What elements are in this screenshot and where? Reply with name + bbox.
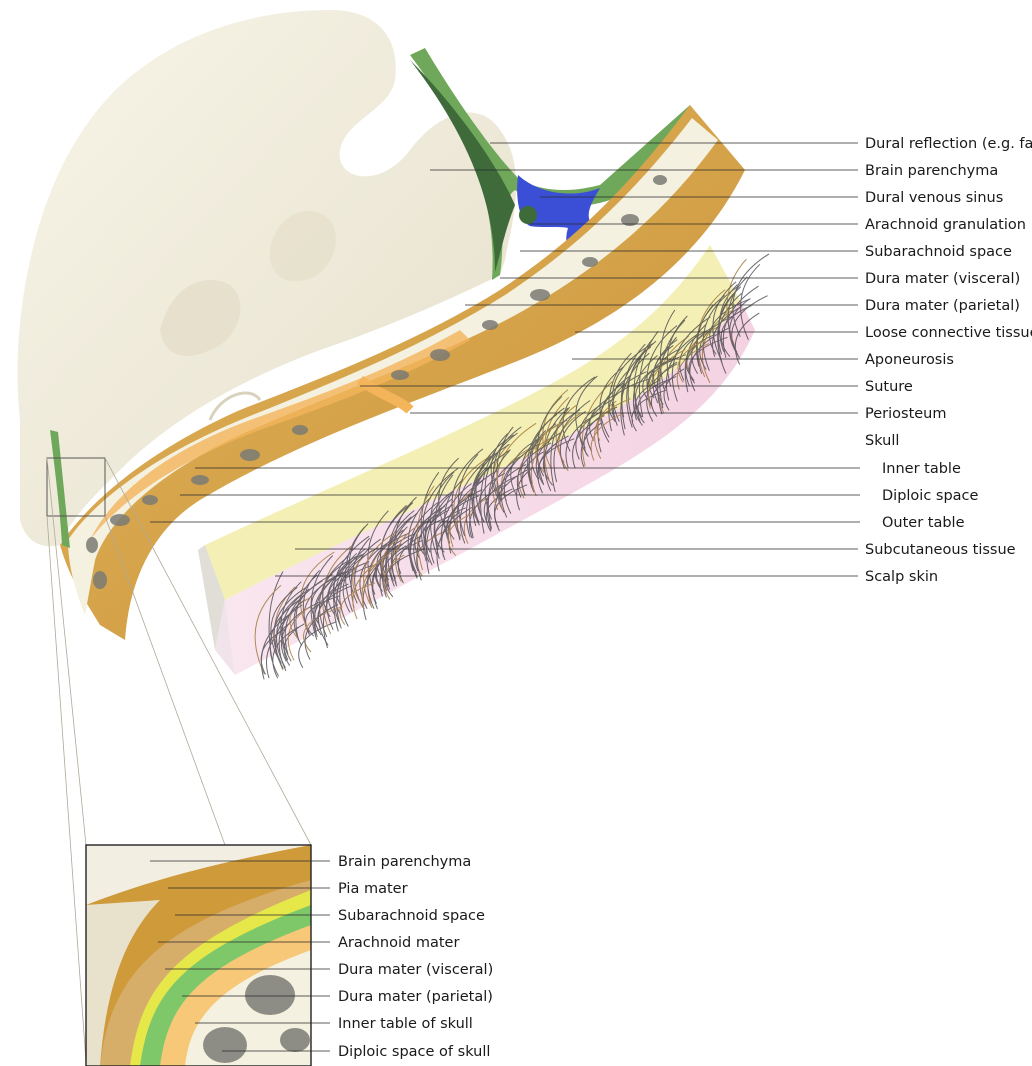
label-arachnoid-granulation: Arachnoid granulation bbox=[865, 217, 1026, 233]
label-dura-mater-parietal: Dura mater (parietal) bbox=[865, 298, 1020, 314]
label-loose-connective-tissue: Loose connective tissue bbox=[865, 325, 1032, 341]
inset-label-dura-mater-visceral: Dura mater (visceral) bbox=[338, 962, 493, 978]
label-brain-parenchyma: Brain parenchyma bbox=[865, 163, 998, 179]
inset-label-diploic-space-of-skull: Diploic space of skull bbox=[338, 1044, 490, 1060]
inset-label-inner-table-of-skull: Inner table of skull bbox=[338, 1016, 473, 1032]
label-skull: Skull bbox=[865, 433, 899, 449]
inset-label-brain-parenchyma: Brain parenchyma bbox=[338, 854, 471, 870]
inset-label-arachnoid-mater: Arachnoid mater bbox=[338, 935, 459, 951]
label-diploic-space: Diploic space bbox=[882, 488, 979, 504]
label-aponeurosis: Aponeurosis bbox=[865, 352, 954, 368]
label-dural-venous-sinus: Dural venous sinus bbox=[865, 190, 1003, 206]
label-outer-table: Outer table bbox=[882, 515, 965, 531]
inset-diagram bbox=[86, 845, 311, 1066]
label-scalp-skin: Scalp skin bbox=[865, 569, 938, 585]
label-inner-table: Inner table bbox=[882, 461, 961, 477]
label-subarachnoid-space: Subarachnoid space bbox=[865, 244, 1012, 260]
label-dura-mater-visceral: Dura mater (visceral) bbox=[865, 271, 1020, 287]
label-suture: Suture bbox=[865, 379, 913, 395]
label-periosteum: Periosteum bbox=[865, 406, 947, 422]
inset-label-dura-mater-parietal: Dura mater (parietal) bbox=[338, 989, 493, 1005]
inset-label-pia-mater: Pia mater bbox=[338, 881, 408, 897]
inset-label-subarachnoid-space: Subarachnoid space bbox=[338, 908, 485, 924]
label-dural-reflection-e-g-falx: Dural reflection (e.g. falx) bbox=[865, 136, 1032, 152]
label-subcutaneous-tissue: Subcutaneous tissue bbox=[865, 542, 1016, 558]
